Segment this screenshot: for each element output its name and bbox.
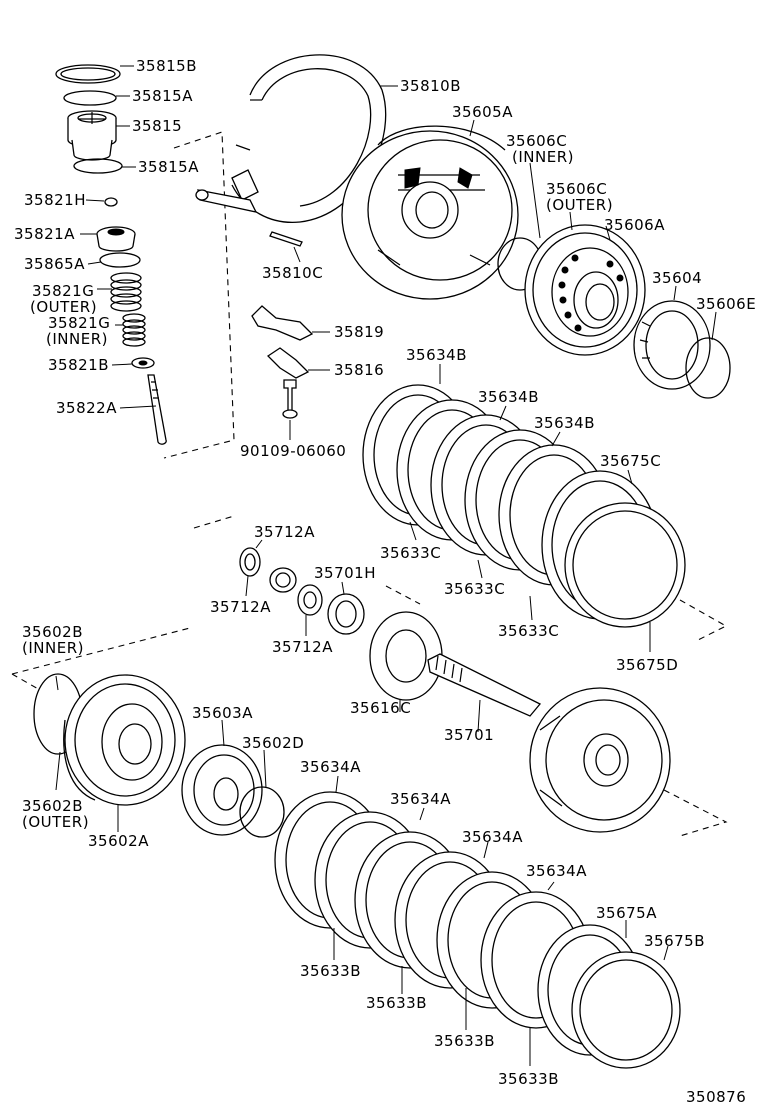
label-35821G-outer: 35821G [32,282,94,300]
label-35821G-inner: 35821G [48,314,110,332]
label-35634A-3: 35634A [462,828,523,846]
label-35602D: 35602D [242,734,304,752]
label-35712A-3: 35712A [272,638,333,656]
return-spring-35604 [633,300,711,390]
upper-clutch-pack [362,384,686,628]
drum-35602A [33,673,186,806]
label-35712A-1: 35712A [254,523,315,541]
brackets [251,305,314,419]
label-35606E: 35606E [696,295,756,313]
label-35810B: 35810B [400,77,461,95]
label-35602B-outer-note: (OUTER) [22,813,89,831]
label-35633C-1: 35633C [380,544,441,562]
part-labels: 35815B 35815A 35815 35815A 35821H 35821A… [14,57,756,1106]
label-35634A-4: 35634A [526,862,587,880]
label-90109-06060: 90109-06060 [240,442,346,460]
dashed-lines-mid [193,515,421,605]
label-35602B-inner: 35602B [22,623,83,641]
label-35602B-outer: 35602B [22,797,83,815]
label-35815B: 35815B [136,57,197,75]
thrust-washer-35616C [369,611,443,701]
label-35634B-3: 35634B [534,414,595,432]
label-35816: 35816 [334,361,384,379]
label-35606C-inner-note: (INNER) [512,148,574,166]
label-35701H: 35701H [314,564,376,582]
label-35821B: 35821B [48,356,109,374]
label-35675B: 35675B [644,932,705,950]
label-35810C: 35810C [262,264,323,282]
label-35633C-3: 35633C [498,622,559,640]
snap-ring-35602D [239,786,285,838]
piston-35603A [181,744,263,836]
label-35606A: 35606A [604,216,665,234]
label-35606C-inner: 35606C [506,132,567,150]
label-35815A-top: 35815A [132,87,193,105]
label-35634B-1: 35634B [406,346,467,364]
label-35616C: 35616C [350,699,411,717]
label-35606C-outer: 35606C [546,180,607,198]
label-35675D: 35675D [616,656,678,674]
inner-spring [122,313,146,347]
left-leaders [80,65,157,409]
label-35604: 35604 [652,269,702,287]
label-35815: 35815 [132,117,182,135]
label-35701: 35701 [444,726,494,744]
label-35822A: 35822A [56,399,117,417]
outer-spring [110,272,142,312]
label-35602B-inner-note: (INNER) [22,639,84,657]
label-35602A: 35602A [88,832,149,850]
label-35819: 35819 [334,323,384,341]
label-35633B-3: 35633B [434,1032,495,1050]
snap-ring-35606E [685,337,731,399]
accumulator-stack [55,64,167,445]
label-35675A: 35675A [596,904,657,922]
label-35634A-1: 35634A [300,758,361,776]
label-35633B-1: 35633B [300,962,361,980]
label-35815A-bottom: 35815A [138,158,199,176]
brake-band [195,54,387,247]
label-35633B-4: 35633B [498,1070,559,1088]
dashed-group-outline [163,131,235,459]
label-35821G-inner-note: (INNER) [46,330,108,348]
label-35603A: 35603A [192,704,253,722]
label-35821A: 35821A [14,225,75,243]
dashed-lines-left [11,627,191,691]
label-35865A: 35865A [24,255,85,273]
diagram-id: 350876 [686,1088,746,1106]
label-35633B-2: 35633B [366,994,427,1012]
piston-35606A [524,224,646,356]
washers-35712A [239,547,365,635]
clutch-drum-35605A [341,125,519,300]
label-35712A-2: 35712A [210,598,271,616]
shaft-35701 [427,653,671,833]
label-35821G-outer-note: (OUTER) [30,298,97,316]
label-35633C-2: 35633C [444,580,505,598]
lower-clutch-pack [274,791,681,1069]
label-35634A-2: 35634A [390,790,451,808]
label-35821H: 35821H [24,191,86,209]
label-35606C-outer-note: (OUTER) [546,196,613,214]
label-35634B-2: 35634B [478,388,539,406]
label-35675C: 35675C [600,452,661,470]
label-35605A: 35605A [452,103,513,121]
